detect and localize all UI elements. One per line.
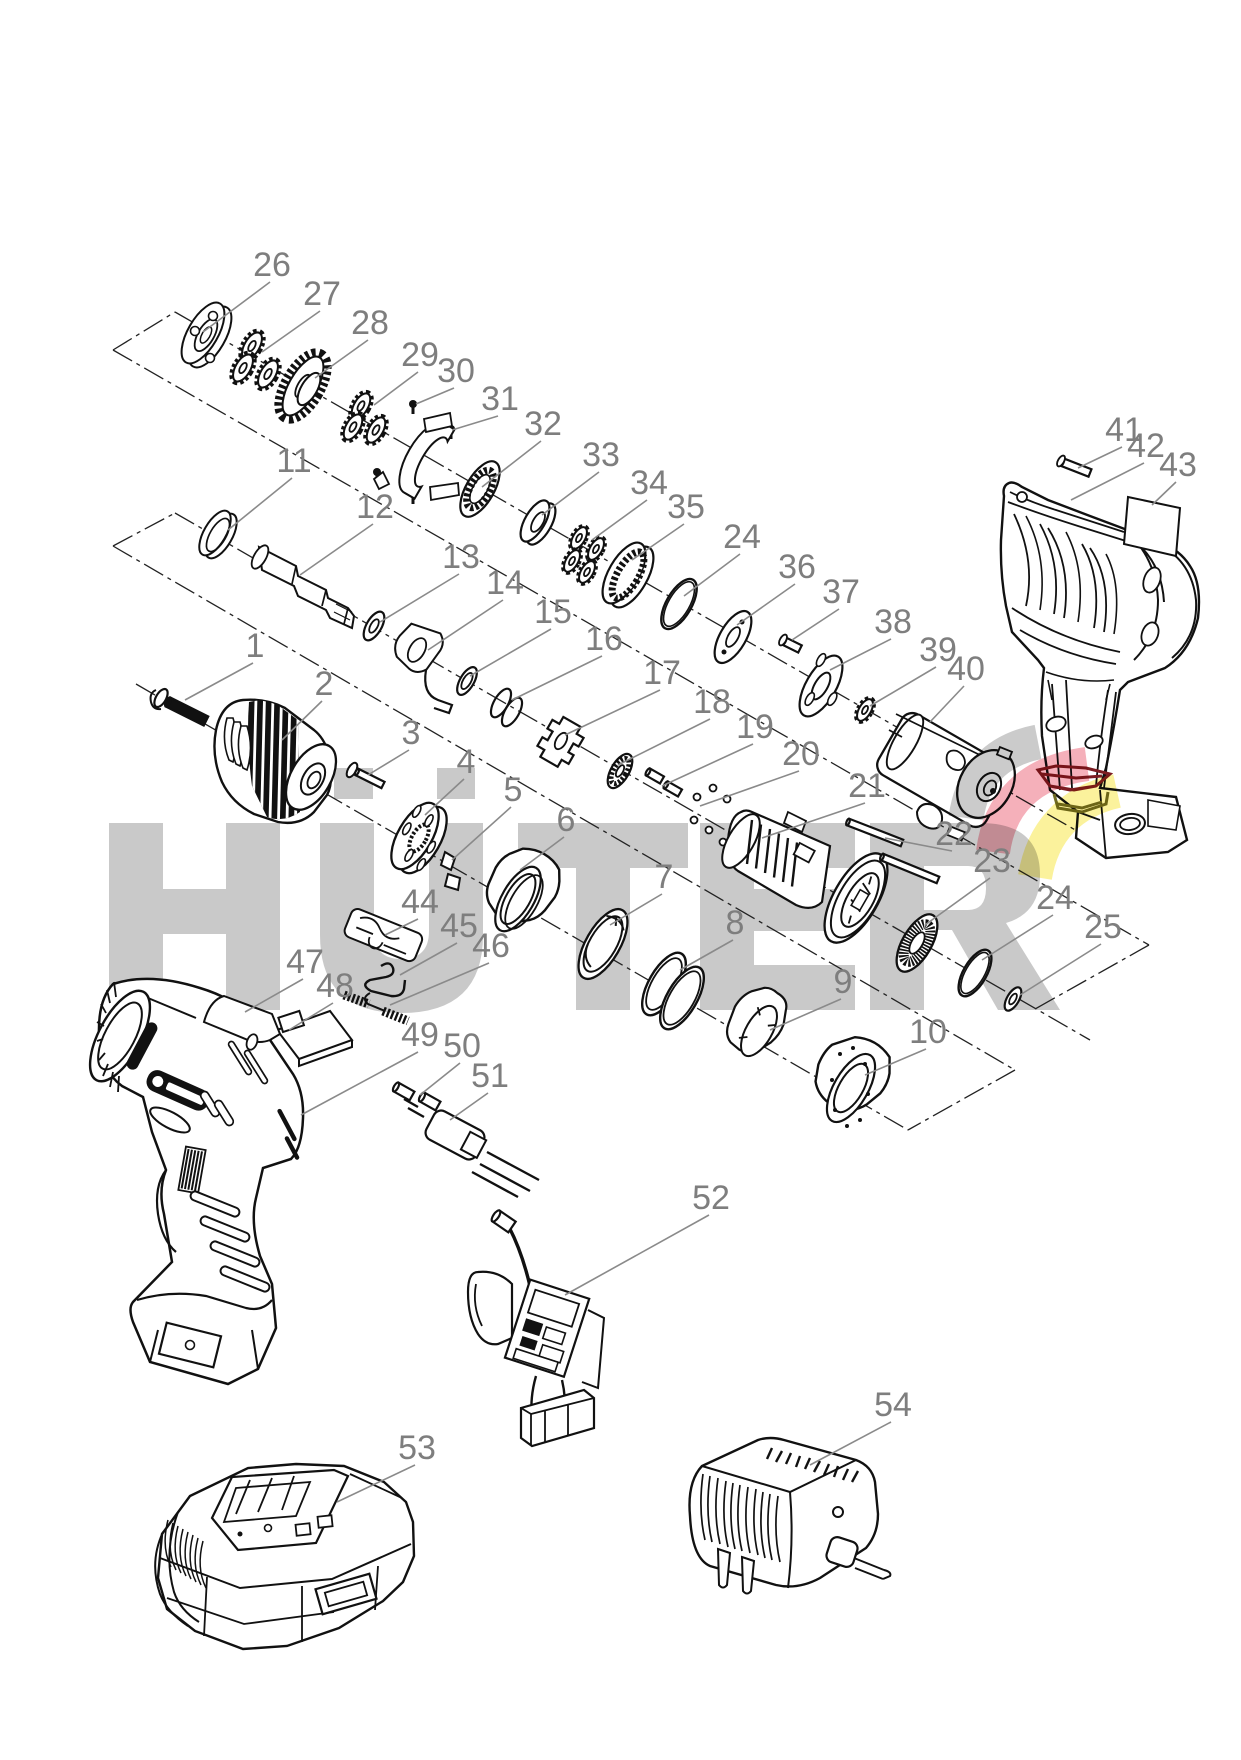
svg-text:46: 46 — [472, 927, 510, 965]
svg-text:10: 10 — [909, 1013, 947, 1051]
svg-text:12: 12 — [356, 488, 394, 526]
svg-text:20: 20 — [782, 735, 820, 773]
svg-text:14: 14 — [486, 564, 524, 602]
svg-text:53: 53 — [398, 1429, 436, 1467]
svg-text:4: 4 — [457, 743, 476, 781]
svg-text:25: 25 — [1084, 908, 1122, 946]
svg-text:6: 6 — [557, 801, 576, 839]
svg-text:48: 48 — [316, 967, 354, 1005]
svg-text:19: 19 — [736, 708, 774, 746]
svg-text:27: 27 — [303, 275, 341, 313]
svg-text:38: 38 — [874, 603, 912, 641]
svg-text:28: 28 — [351, 304, 389, 342]
svg-text:7: 7 — [655, 858, 674, 896]
svg-text:18: 18 — [693, 683, 731, 721]
svg-text:3: 3 — [402, 714, 421, 752]
svg-text:36: 36 — [778, 548, 816, 586]
svg-text:15: 15 — [534, 593, 572, 631]
svg-text:52: 52 — [692, 1179, 730, 1217]
svg-text:39: 39 — [919, 631, 957, 669]
svg-text:31: 31 — [481, 380, 519, 418]
svg-text:2: 2 — [315, 665, 334, 703]
svg-text:16: 16 — [585, 620, 623, 658]
svg-text:32: 32 — [524, 405, 562, 443]
svg-text:21: 21 — [848, 767, 886, 805]
svg-text:30: 30 — [437, 352, 475, 390]
svg-text:1: 1 — [246, 627, 265, 665]
svg-text:8: 8 — [726, 904, 745, 942]
svg-text:43: 43 — [1159, 446, 1197, 484]
svg-text:9: 9 — [834, 963, 853, 1001]
svg-text:45: 45 — [440, 907, 478, 945]
svg-text:40: 40 — [947, 650, 985, 688]
svg-text:41: 41 — [1105, 411, 1143, 449]
svg-text:42: 42 — [1127, 427, 1165, 465]
svg-text:11: 11 — [276, 442, 311, 480]
svg-text:34: 34 — [630, 464, 668, 502]
svg-text:24: 24 — [1036, 879, 1074, 917]
svg-text:49: 49 — [401, 1016, 439, 1054]
svg-text:44: 44 — [401, 883, 439, 921]
svg-text:22: 22 — [935, 815, 973, 853]
svg-text:50: 50 — [443, 1027, 481, 1065]
svg-text:29: 29 — [401, 336, 439, 374]
svg-text:24: 24 — [723, 518, 761, 556]
svg-text:5: 5 — [504, 771, 523, 809]
svg-text:33: 33 — [582, 436, 620, 474]
svg-text:37: 37 — [822, 573, 860, 611]
svg-text:51: 51 — [471, 1057, 509, 1095]
svg-text:35: 35 — [667, 488, 705, 526]
svg-text:13: 13 — [442, 538, 480, 576]
svg-text:17: 17 — [643, 654, 681, 692]
svg-text:54: 54 — [874, 1386, 912, 1424]
svg-text:26: 26 — [253, 246, 291, 284]
svg-text:47: 47 — [286, 943, 324, 981]
svg-text:23: 23 — [973, 842, 1011, 880]
